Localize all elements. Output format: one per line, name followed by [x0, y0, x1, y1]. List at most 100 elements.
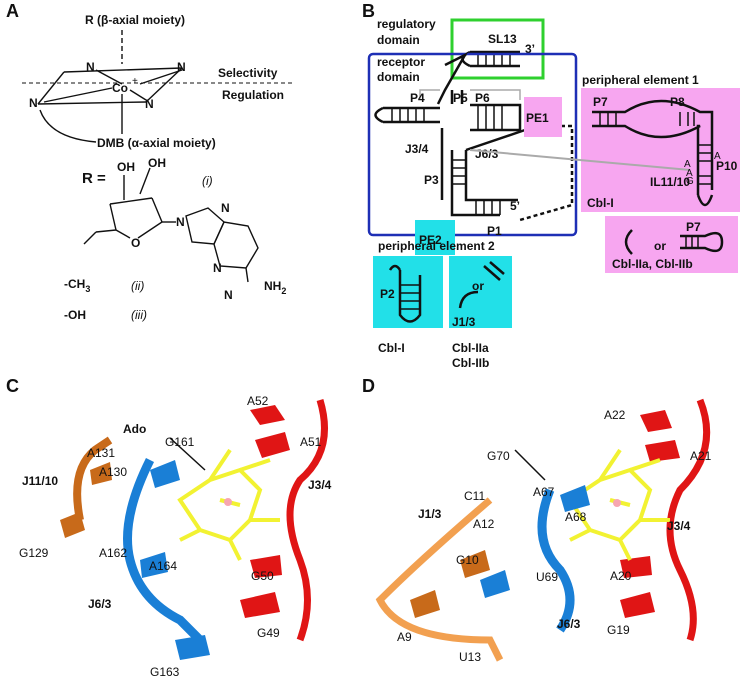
- panel-a-letter: A: [6, 1, 19, 21]
- n-atom-4: N: [145, 97, 154, 111]
- label-a130: A130: [99, 465, 127, 479]
- j13-label: J1/3: [452, 315, 476, 329]
- pe-connector-dashed: [519, 124, 574, 222]
- beta-axial-label: R (β-axial moiety): [85, 13, 185, 27]
- cobalamin-ligand-c: [177, 448, 280, 561]
- label-a162: A162: [99, 546, 127, 560]
- label-u13: U13: [459, 650, 481, 664]
- peripheral-element-1-label: peripheral element 1: [582, 73, 699, 87]
- p1-label: P1: [487, 224, 502, 238]
- tertiary-contacts: [419, 89, 521, 100]
- loop-letter-1: A: [684, 159, 691, 170]
- p7-label-cbl-ii: P7: [686, 220, 701, 234]
- pe1-structure: [592, 99, 714, 207]
- pe1-box: [524, 97, 562, 137]
- cbl-i-label-pe1: Cbl-I: [587, 196, 614, 210]
- receptor-label-2: domain: [377, 70, 420, 84]
- label-a131: A131: [87, 446, 115, 460]
- cbl-i-label-pe2: Cbl-I: [378, 341, 405, 355]
- j13-backbone-d: [375, 497, 504, 662]
- label-i: (i): [202, 174, 213, 188]
- cbl-iib-label: Cbl-IIb: [452, 356, 489, 370]
- pe1-cbl-ii-structures: [624, 229, 724, 255]
- j63-label: J6/3: [475, 147, 499, 161]
- dmb-linker: [39, 109, 97, 143]
- label-j34-d: J3/4: [667, 519, 691, 533]
- n-atom-3: N: [29, 96, 38, 110]
- cobalamin-ligand-d: [567, 448, 670, 561]
- n-atom-1: N: [86, 60, 95, 74]
- n3-atom: N: [213, 261, 222, 275]
- pe1-cbl-i-box: [581, 88, 740, 212]
- adenosyl-structure: [83, 167, 259, 283]
- p4-label: P4: [410, 91, 425, 105]
- cobalt-center-d: [613, 499, 621, 507]
- j34-backbone-d: [666, 398, 711, 642]
- panel-b: B regulatory domain SL13 3’ receptor dom…: [362, 1, 740, 370]
- label-a67: A67: [533, 485, 555, 499]
- hydroxyl-group: -OH: [64, 308, 86, 322]
- pe2-cbl-ii-box: [449, 256, 512, 328]
- j63-backbone-d: [537, 488, 575, 633]
- three-prime-end: 3’: [525, 42, 535, 56]
- panel-d-letter: D: [362, 376, 375, 396]
- loop-letter-3: A: [714, 151, 721, 162]
- oh-2-prime: OH: [148, 156, 166, 170]
- cobalt-charge: +: [132, 76, 138, 87]
- receptor-label-1: receptor: [377, 55, 425, 69]
- j34-label: J3/4: [405, 142, 429, 156]
- pe2-box: [415, 220, 455, 255]
- n7-atom: N: [221, 201, 230, 215]
- pe1-label: PE1: [526, 111, 549, 125]
- peripheral-element-2-label: peripheral element 2: [378, 239, 495, 253]
- label-ado: Ado: [123, 422, 146, 436]
- label-j13: J1/3: [418, 507, 442, 521]
- cobalt-center-c: [224, 498, 232, 506]
- label-a21: A21: [690, 449, 712, 463]
- p7-label: P7: [593, 95, 608, 109]
- j13-bases-d: [410, 550, 490, 618]
- pe1-cbl-ii-ticks: [685, 236, 699, 248]
- nh2-group: NH2: [264, 279, 286, 296]
- label-c11: C11: [464, 489, 485, 503]
- p2-base-pairs: [400, 284, 420, 310]
- sl13-hairpin: [461, 50, 520, 68]
- j63-backbone-c: [123, 457, 204, 644]
- j63-bases-c: [140, 460, 210, 660]
- label-g19: G19: [607, 623, 630, 637]
- label-j63-c: J6/3: [88, 597, 112, 611]
- pe2-cbl-ii-structures: [458, 261, 505, 309]
- panel-c-letter: C: [6, 376, 19, 396]
- regulatory-label-1: regulatory: [377, 17, 436, 31]
- j1110-bases-c: [60, 462, 112, 538]
- label-u69: U69: [536, 570, 558, 584]
- oh-3-prime: OH: [117, 160, 135, 174]
- label-j63-d: J6/3: [557, 617, 581, 631]
- alpha-axial-label: DMB (α-axial moiety): [97, 136, 216, 150]
- label-g163: G163: [150, 665, 180, 679]
- label-g161: G161: [165, 435, 195, 449]
- methyl-group: -CH3: [64, 277, 90, 294]
- p8-label: P8: [670, 95, 685, 109]
- label-g70: G70: [487, 449, 510, 463]
- label-a20: A20: [610, 569, 632, 583]
- cobalt-atom: Co: [112, 81, 128, 95]
- label-g10: G10: [456, 553, 479, 567]
- ribose-oxygen: O: [131, 236, 140, 250]
- p2-label: P2: [380, 287, 395, 301]
- il-interaction-line: [469, 149, 691, 171]
- five-prime-end: 5’: [510, 199, 520, 213]
- n9-atom: N: [176, 215, 185, 229]
- il1110-label: IL11/10: [650, 175, 690, 189]
- g70-pointer-d: [514, 449, 546, 481]
- pe1-base-pairs: [599, 112, 712, 185]
- panel-b-letter: B: [362, 1, 375, 21]
- sl13-label: SL13: [488, 32, 517, 46]
- label-j34-c: J3/4: [308, 478, 332, 492]
- receptor-domain-box: [367, 52, 578, 237]
- p3-label: P3: [424, 173, 439, 187]
- or-label-pe2: or: [472, 279, 484, 293]
- pe2-label: PE2: [419, 233, 442, 247]
- label-a12: A12: [473, 517, 495, 531]
